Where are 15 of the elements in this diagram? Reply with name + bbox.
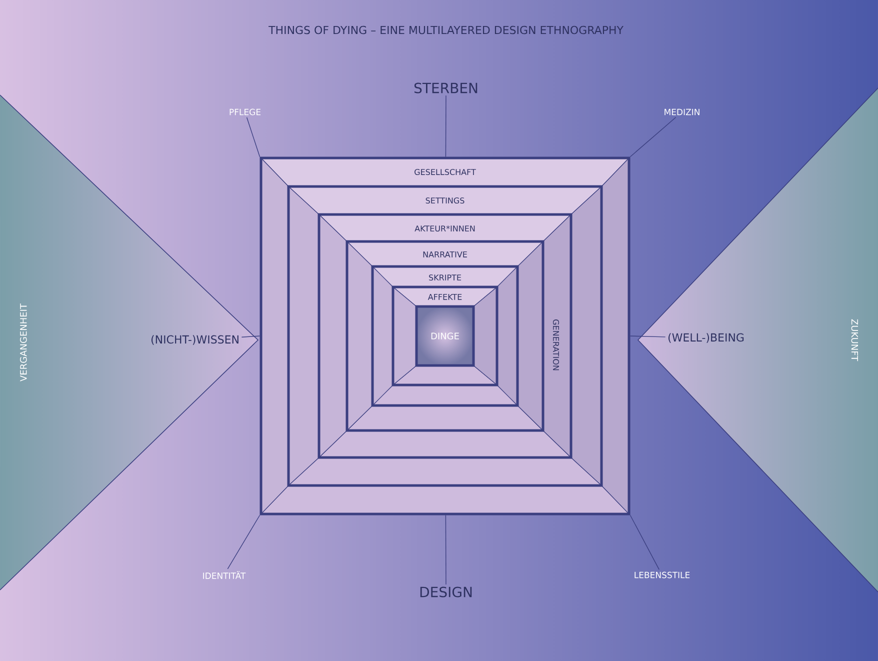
leader-line [246,117,260,158]
leader-line [227,514,260,570]
leader-line [630,514,660,570]
text-label: (NICHT-)WISSEN [151,335,238,345]
leader-line [241,336,260,338]
text-label: STERBEN [414,82,478,94]
text-label: (WELL-)BEING [668,333,744,343]
leader-line [445,514,446,585]
text-label: DESIGN [420,586,472,598]
title: THINGS OF DYING – EINE MULTILAYERED DESIGN ETHNOGRAPHY [268,26,624,34]
center-square: DINGE [415,305,475,367]
leader-line [445,95,446,158]
side-label: GENERATION [552,320,560,370]
leader-line [630,336,666,338]
leader-line [630,116,676,158]
